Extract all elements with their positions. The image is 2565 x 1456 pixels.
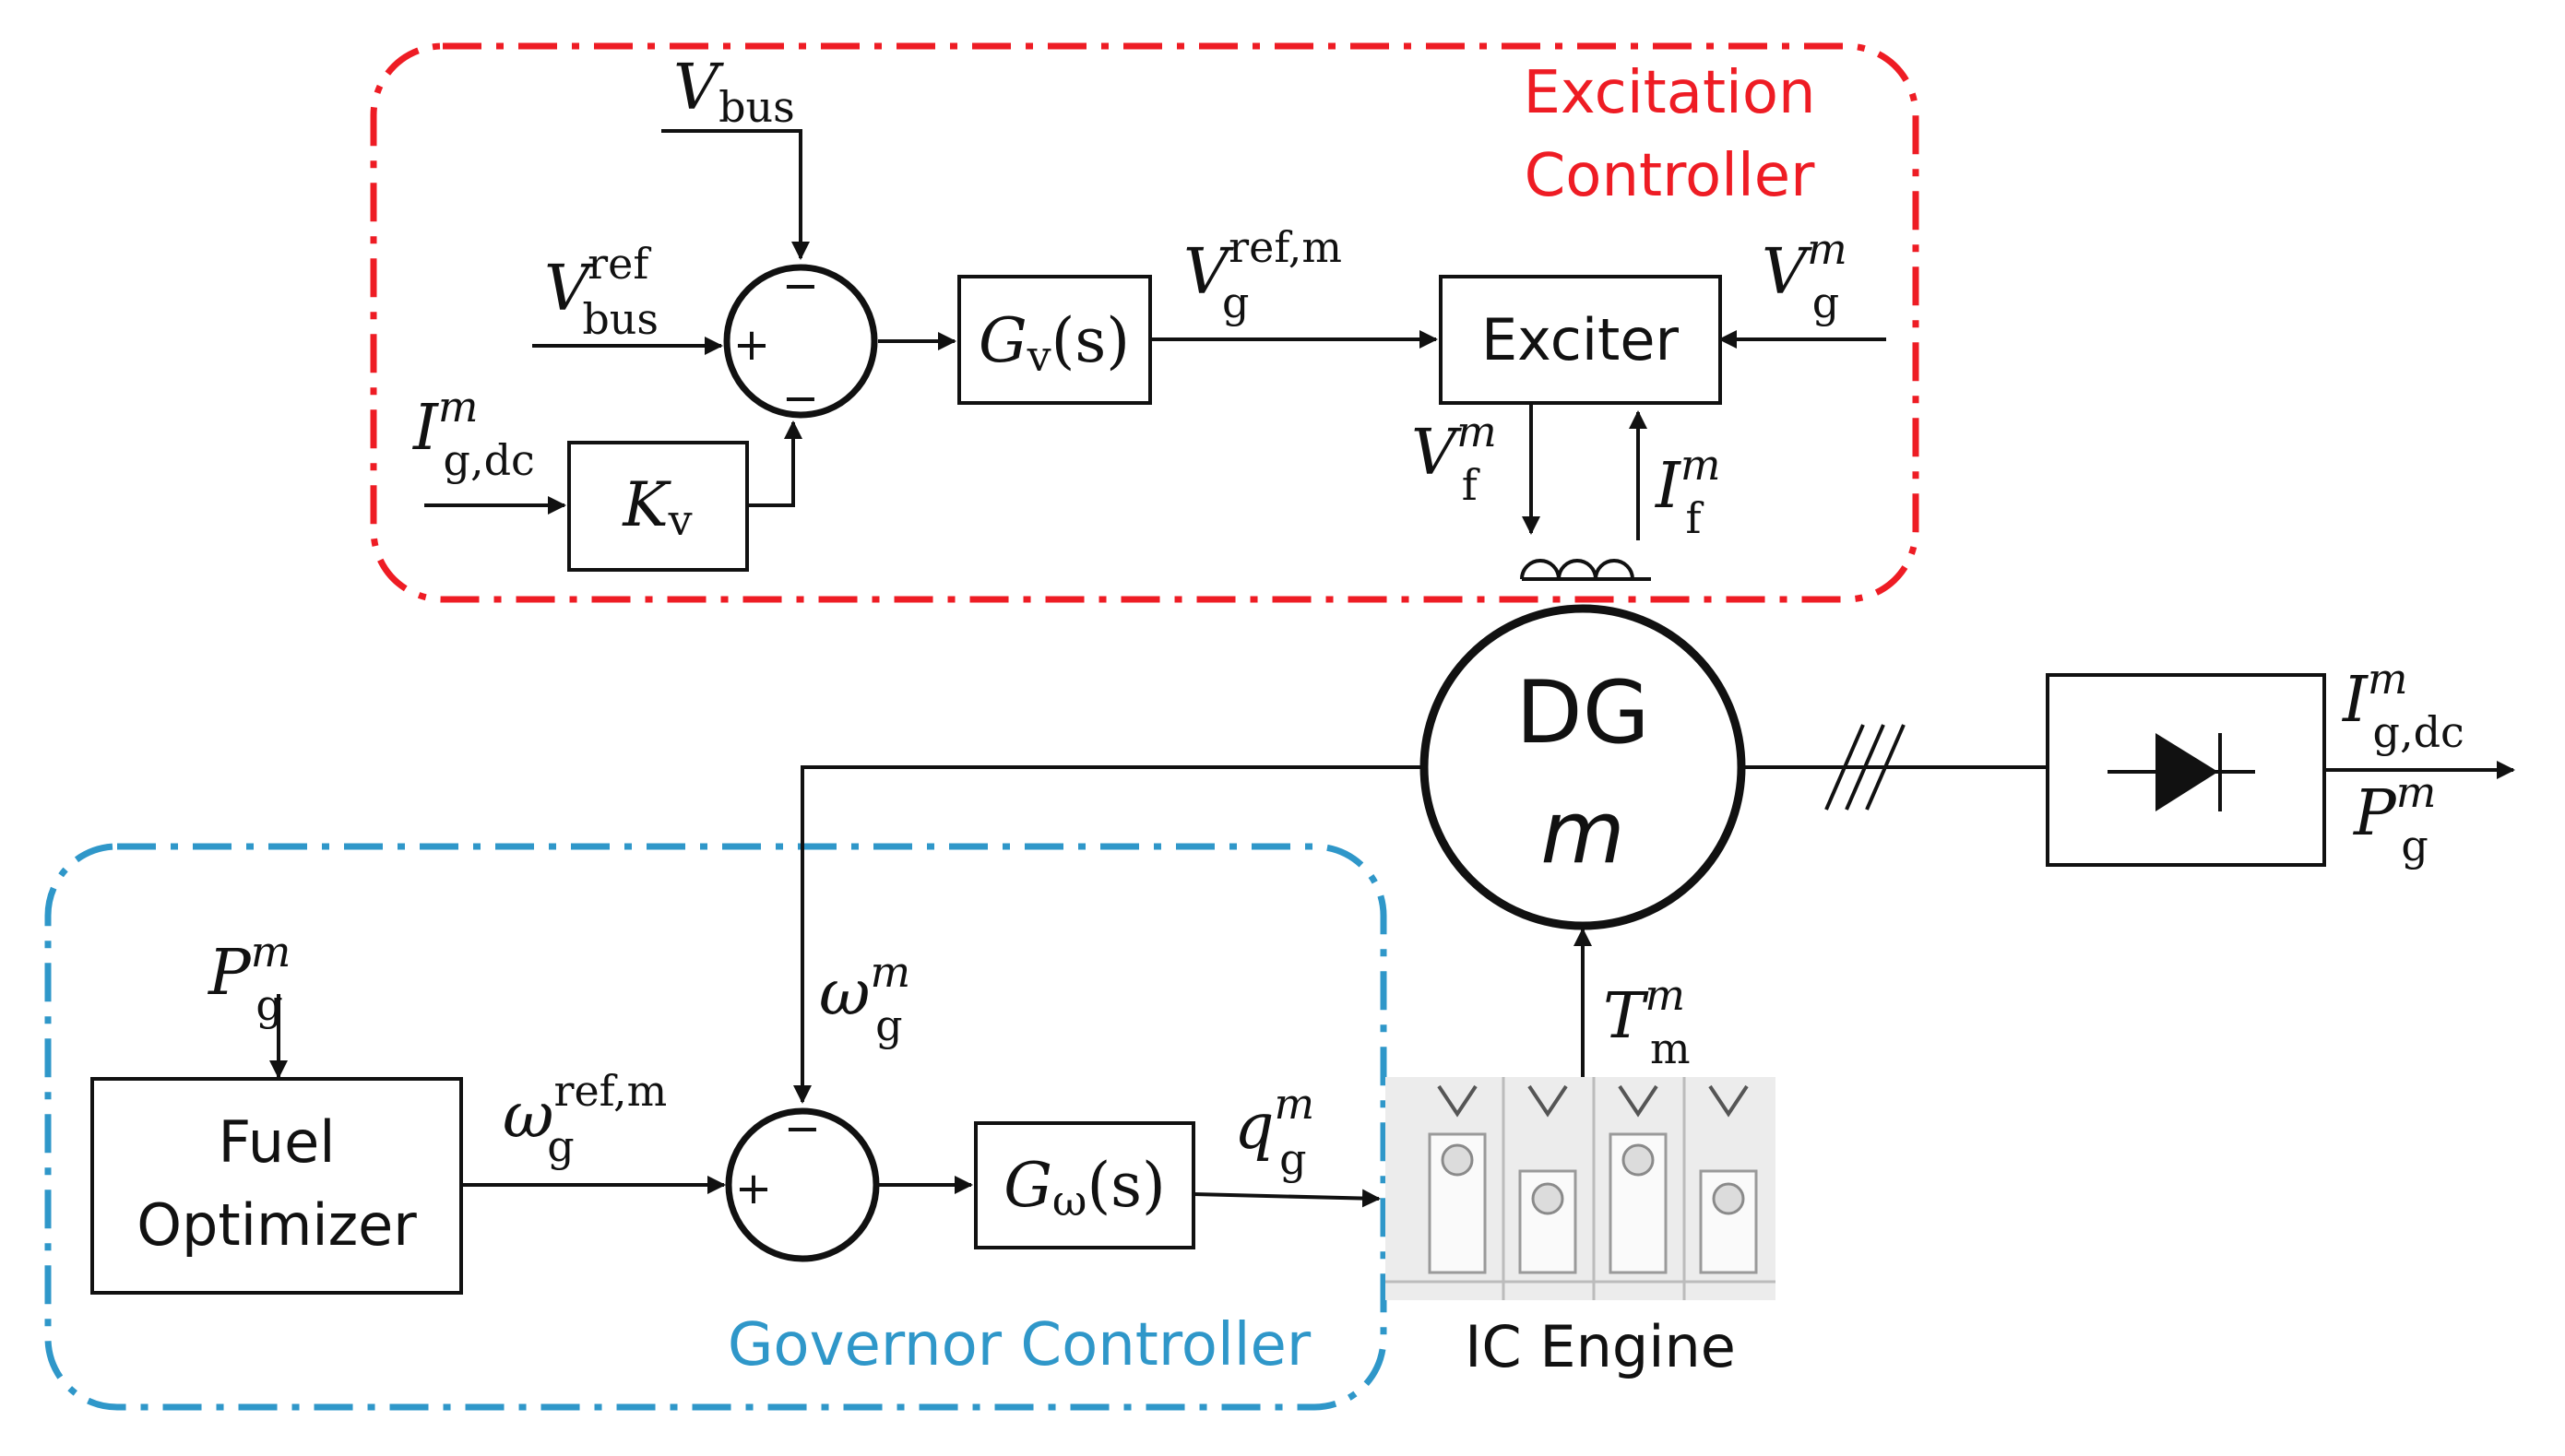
fuel-optimizer-label-line2: Optimizer	[137, 1191, 417, 1259]
phase-tick-1	[1824, 724, 1865, 811]
gv-label: Gv(s)	[979, 305, 1130, 381]
exc-sum-minus-top: −	[782, 260, 819, 312]
field-winding-icon	[1520, 559, 1634, 580]
dg-index-label: m	[1540, 783, 1625, 883]
gv-block	[957, 275, 1152, 405]
dg-label: DG	[1515, 663, 1649, 764]
exciter-label: Exciter	[1481, 306, 1680, 373]
phase-tick-3	[1865, 724, 1906, 811]
exc-sum-plus-left: +	[733, 319, 770, 371]
phase-tick-2	[1845, 724, 1885, 811]
exciter-block	[1439, 275, 1722, 405]
fuel-optimizer-block	[90, 1077, 463, 1295]
excitation-summing-junction	[723, 264, 878, 419]
excitation-controller-label-line2: Controller	[1525, 142, 1816, 210]
kv-block	[567, 441, 749, 572]
v-bus-label: Vbus	[673, 52, 795, 132]
excitation-controller-boundary	[370, 42, 1919, 603]
fuel-optimizer-label-line1: Fuel	[219, 1108, 336, 1176]
v-bus-arrow	[661, 129, 810, 260]
ic-engine-icon	[1385, 1077, 1775, 1300]
governor-controller-boundary	[44, 843, 1387, 1411]
diode-icon	[2155, 733, 2218, 811]
exc-sum-minus-bottom: −	[782, 373, 819, 424]
omega-feedback-arrow	[793, 765, 1424, 1104]
gw-label: Gω(s)	[1003, 1150, 1166, 1225]
governor-controller-label: Governor Controller	[728, 1311, 1312, 1379]
gov-sum-minus: −	[784, 1103, 821, 1154]
excitation-controller-label-line1: Excitation	[1523, 59, 1815, 127]
gw-block	[974, 1121, 1195, 1249]
gov-sum-plus: +	[735, 1163, 772, 1214]
ic-engine-label: IC Engine	[1465, 1313, 1736, 1380]
kv-output-arrow	[747, 420, 802, 507]
q-g-arrow	[1193, 1189, 1381, 1208]
kv-label: Kv	[622, 469, 692, 545]
